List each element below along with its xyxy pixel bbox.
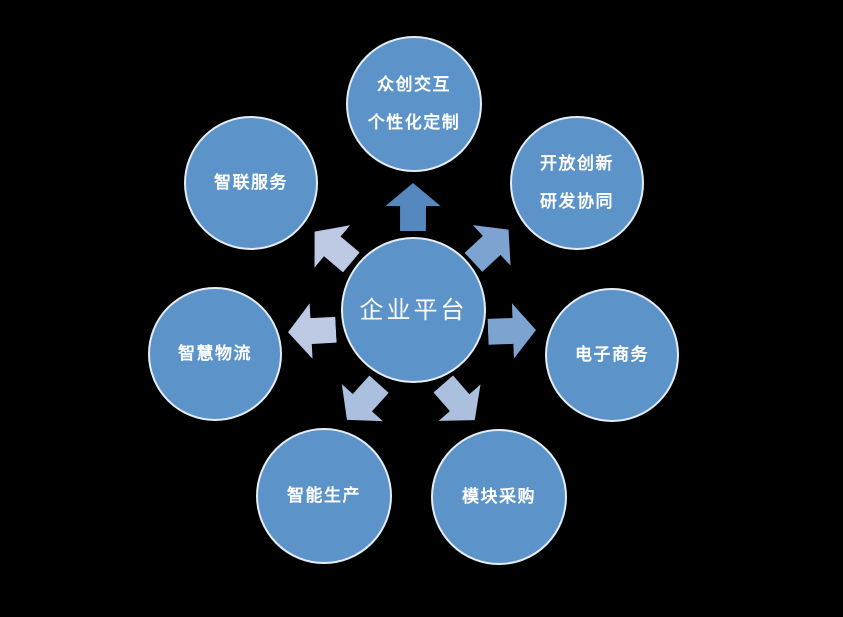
hub-label: 企业平台 [359, 296, 468, 324]
node-ecommerce: 电子商务 [545, 288, 679, 422]
node-label: 智慧物流 [178, 343, 252, 364]
up-arrow-icon [385, 183, 441, 231]
node-label: 众创交互 [377, 74, 451, 95]
node-module-procurement: 模块采购 [431, 429, 567, 565]
node-smart-services: 智联服务 [184, 116, 318, 250]
left-arrow-icon [288, 303, 337, 359]
hub-enterprise-platform: 企业平台 [341, 237, 486, 383]
node-label: 开放创新 [540, 153, 614, 174]
node-label: 电子商务 [575, 344, 649, 365]
up-right-arrow-icon [464, 225, 511, 272]
node-label: 智能生产 [287, 485, 361, 506]
node-smart-logistics: 智慧物流 [148, 287, 282, 421]
node-label: 智联服务 [214, 172, 288, 193]
node-label: 研发协同 [540, 191, 614, 212]
node-label: 模块采购 [462, 486, 536, 507]
node-label: 个性化定制 [367, 112, 461, 133]
up-left-arrow-icon [314, 225, 360, 273]
node-open-innovation: 开放创新 研发协同 [510, 116, 644, 250]
right-arrow-icon [487, 303, 536, 359]
node-crowd-custom: 众创交互 个性化定制 [346, 36, 482, 172]
down-right-arrow-icon [433, 375, 481, 421]
down-left-arrow-icon [341, 375, 389, 422]
node-smart-production: 智能生产 [256, 428, 392, 564]
